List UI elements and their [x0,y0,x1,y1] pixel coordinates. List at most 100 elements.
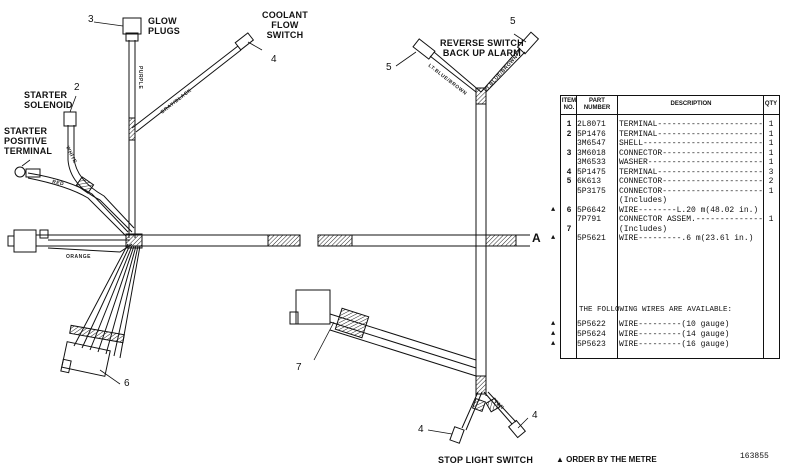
description: WIRE---------(10 gauge) [619,320,730,329]
parts-row: 5 6K613 CONNECTOR---------------------- 2 [561,177,779,186]
reverse-right-connector [516,31,540,55]
header-qty: QTY [764,101,778,107]
connector6-wire-fan [73,243,141,359]
part-number: 3M6533 [577,158,606,167]
row-mark: ▲ [551,205,556,214]
parts-row: 3M6533 WASHER------------------------- 1 [561,158,779,167]
stop-left-terminal [449,426,465,444]
description: TERMINAL----------------------- [619,167,763,177]
part-number: 5P5623 [577,340,606,349]
wires-heading: THE FOLLOWING WIRES ARE AVAILABLE: [579,306,733,314]
label-starter-positive-terminal: STARTER POSITIVE TERMINAL [4,126,53,156]
description: WIRE---------(14 gauge) [619,330,730,339]
header-part-number: PART NUMBER [583,98,611,111]
wire-tag-gray-black: GRAY/BLACK [160,88,194,116]
starter-positive-wire [27,172,129,237]
coolant-flow-wire [131,45,242,133]
left-end-connector [13,229,37,253]
qty: 1 [768,158,774,167]
row-mark: ▲ [551,234,556,242]
qty: 1 [768,129,774,139]
parts-row: 5P3175 CONNECTOR---------------------- 1 [561,187,779,196]
label-glow-plugs: GLOW PLUGS [148,16,181,36]
parts-row: (Includes) [561,196,779,205]
header-item-no: ITEM NO. [561,98,577,111]
part-number: 6K613 [577,177,602,186]
qty: 1 [768,139,774,148]
description: CONNECTOR---------------------- [619,177,763,186]
right-trunk-start-sleeve [317,234,353,247]
callout-rev-right: 5 [510,16,516,27]
description: WIRE--------L.20 m(48.02 in.) [619,205,759,215]
wire-row: ▲ 5P5624 WIRE---------(14 gauge) [551,330,779,339]
row-mark: ▲ [551,340,556,348]
glow-plug-connector [122,17,142,35]
callout-stop-left: 4 [418,424,424,435]
label-stop-light-switch: STOP LIGHT SWITCH [438,455,534,465]
description: SHELL-------------------------- [619,139,763,148]
label-reverse-switch: REVERSE SWITCH BACK UP ALARM [440,38,524,58]
stop-right-terminal [507,419,527,439]
description: WASHER------------------------- [619,158,763,167]
part-number: 5P1475 [577,167,606,177]
parts-row: ▲5P5621 WIRE---------.6 m(23.6l in.) [551,234,779,243]
part-number: 5P5624 [577,330,606,339]
wire-tag-white: WHITE [64,145,78,165]
starter-positive-ring [14,166,26,178]
junction-a-label: A [532,231,541,245]
header-description: DESCRIPTION [670,101,712,107]
left-trunk-end-sleeve [267,234,301,247]
wire-row: ▲ 5P5622 WIRE---------(10 gauge) [551,320,779,329]
starter-solenoid-terminal [63,111,77,127]
wire-tag-lt-blue-brown-right: LT.BLUE/BROWN [483,54,519,93]
qty: 2 [768,177,774,186]
description: (Includes) [619,196,668,205]
item-no: 3 [566,148,572,158]
qty: 1 [768,186,774,196]
callout-glow: 3 [88,14,94,25]
left-main-trunk [36,234,300,247]
description: CONNECTOR ASSEM.--------------- [619,215,763,224]
order-note: ▲ ORDER BY THE METRE [556,455,657,464]
parts-row: 7 (Includes) [561,225,779,234]
drawing-number: 163855 [740,452,769,461]
parts-table: ITEM NO. PART NUMBER DESCRIPTION QTY 1 2L… [551,95,780,359]
coolant-switch-terminal [234,32,255,51]
description: TERMINAL----------------------- [619,120,763,129]
description: CONNECTOR---------------------- [619,148,763,158]
part-number: 5P5622 [577,320,606,329]
callout-connector6: 6 [124,378,130,389]
row-mark: ▲ [551,330,556,338]
callout-coolant: 4 [271,54,277,65]
description: (Includes) [619,224,668,234]
part-number: 2L8071 [577,120,606,129]
wire-tag-red: RED [52,179,65,187]
callout-solenoid: 2 [74,82,80,93]
qty: 1 [768,148,774,158]
wire-tag-purple: PURPLE [137,66,143,89]
leader-lines [21,21,529,435]
callout-rev-left: 5 [386,62,392,73]
wire-tag-orange: ORANGE [66,254,91,260]
qty: 1 [768,215,774,224]
connector-6 [61,341,111,377]
item-no: 6 [566,205,572,215]
part-number: 7P791 [577,215,602,224]
qty: 1 [768,120,774,129]
part-number: 3M6547 [577,139,606,148]
part-number: 5P5621 [577,234,606,243]
item-no: 2 [566,129,572,139]
row-mark: ▲ [551,320,556,328]
item-no: 5 [566,177,572,186]
wire-tag-lt-blue-brown-left: LT.BLUE/BROWN [427,63,468,97]
description: CONNECTOR---------------------- [619,186,763,196]
item-no: 4 [566,167,572,177]
fan-junction-sleeve [125,233,143,249]
part-number: 5P3175 [577,186,606,196]
